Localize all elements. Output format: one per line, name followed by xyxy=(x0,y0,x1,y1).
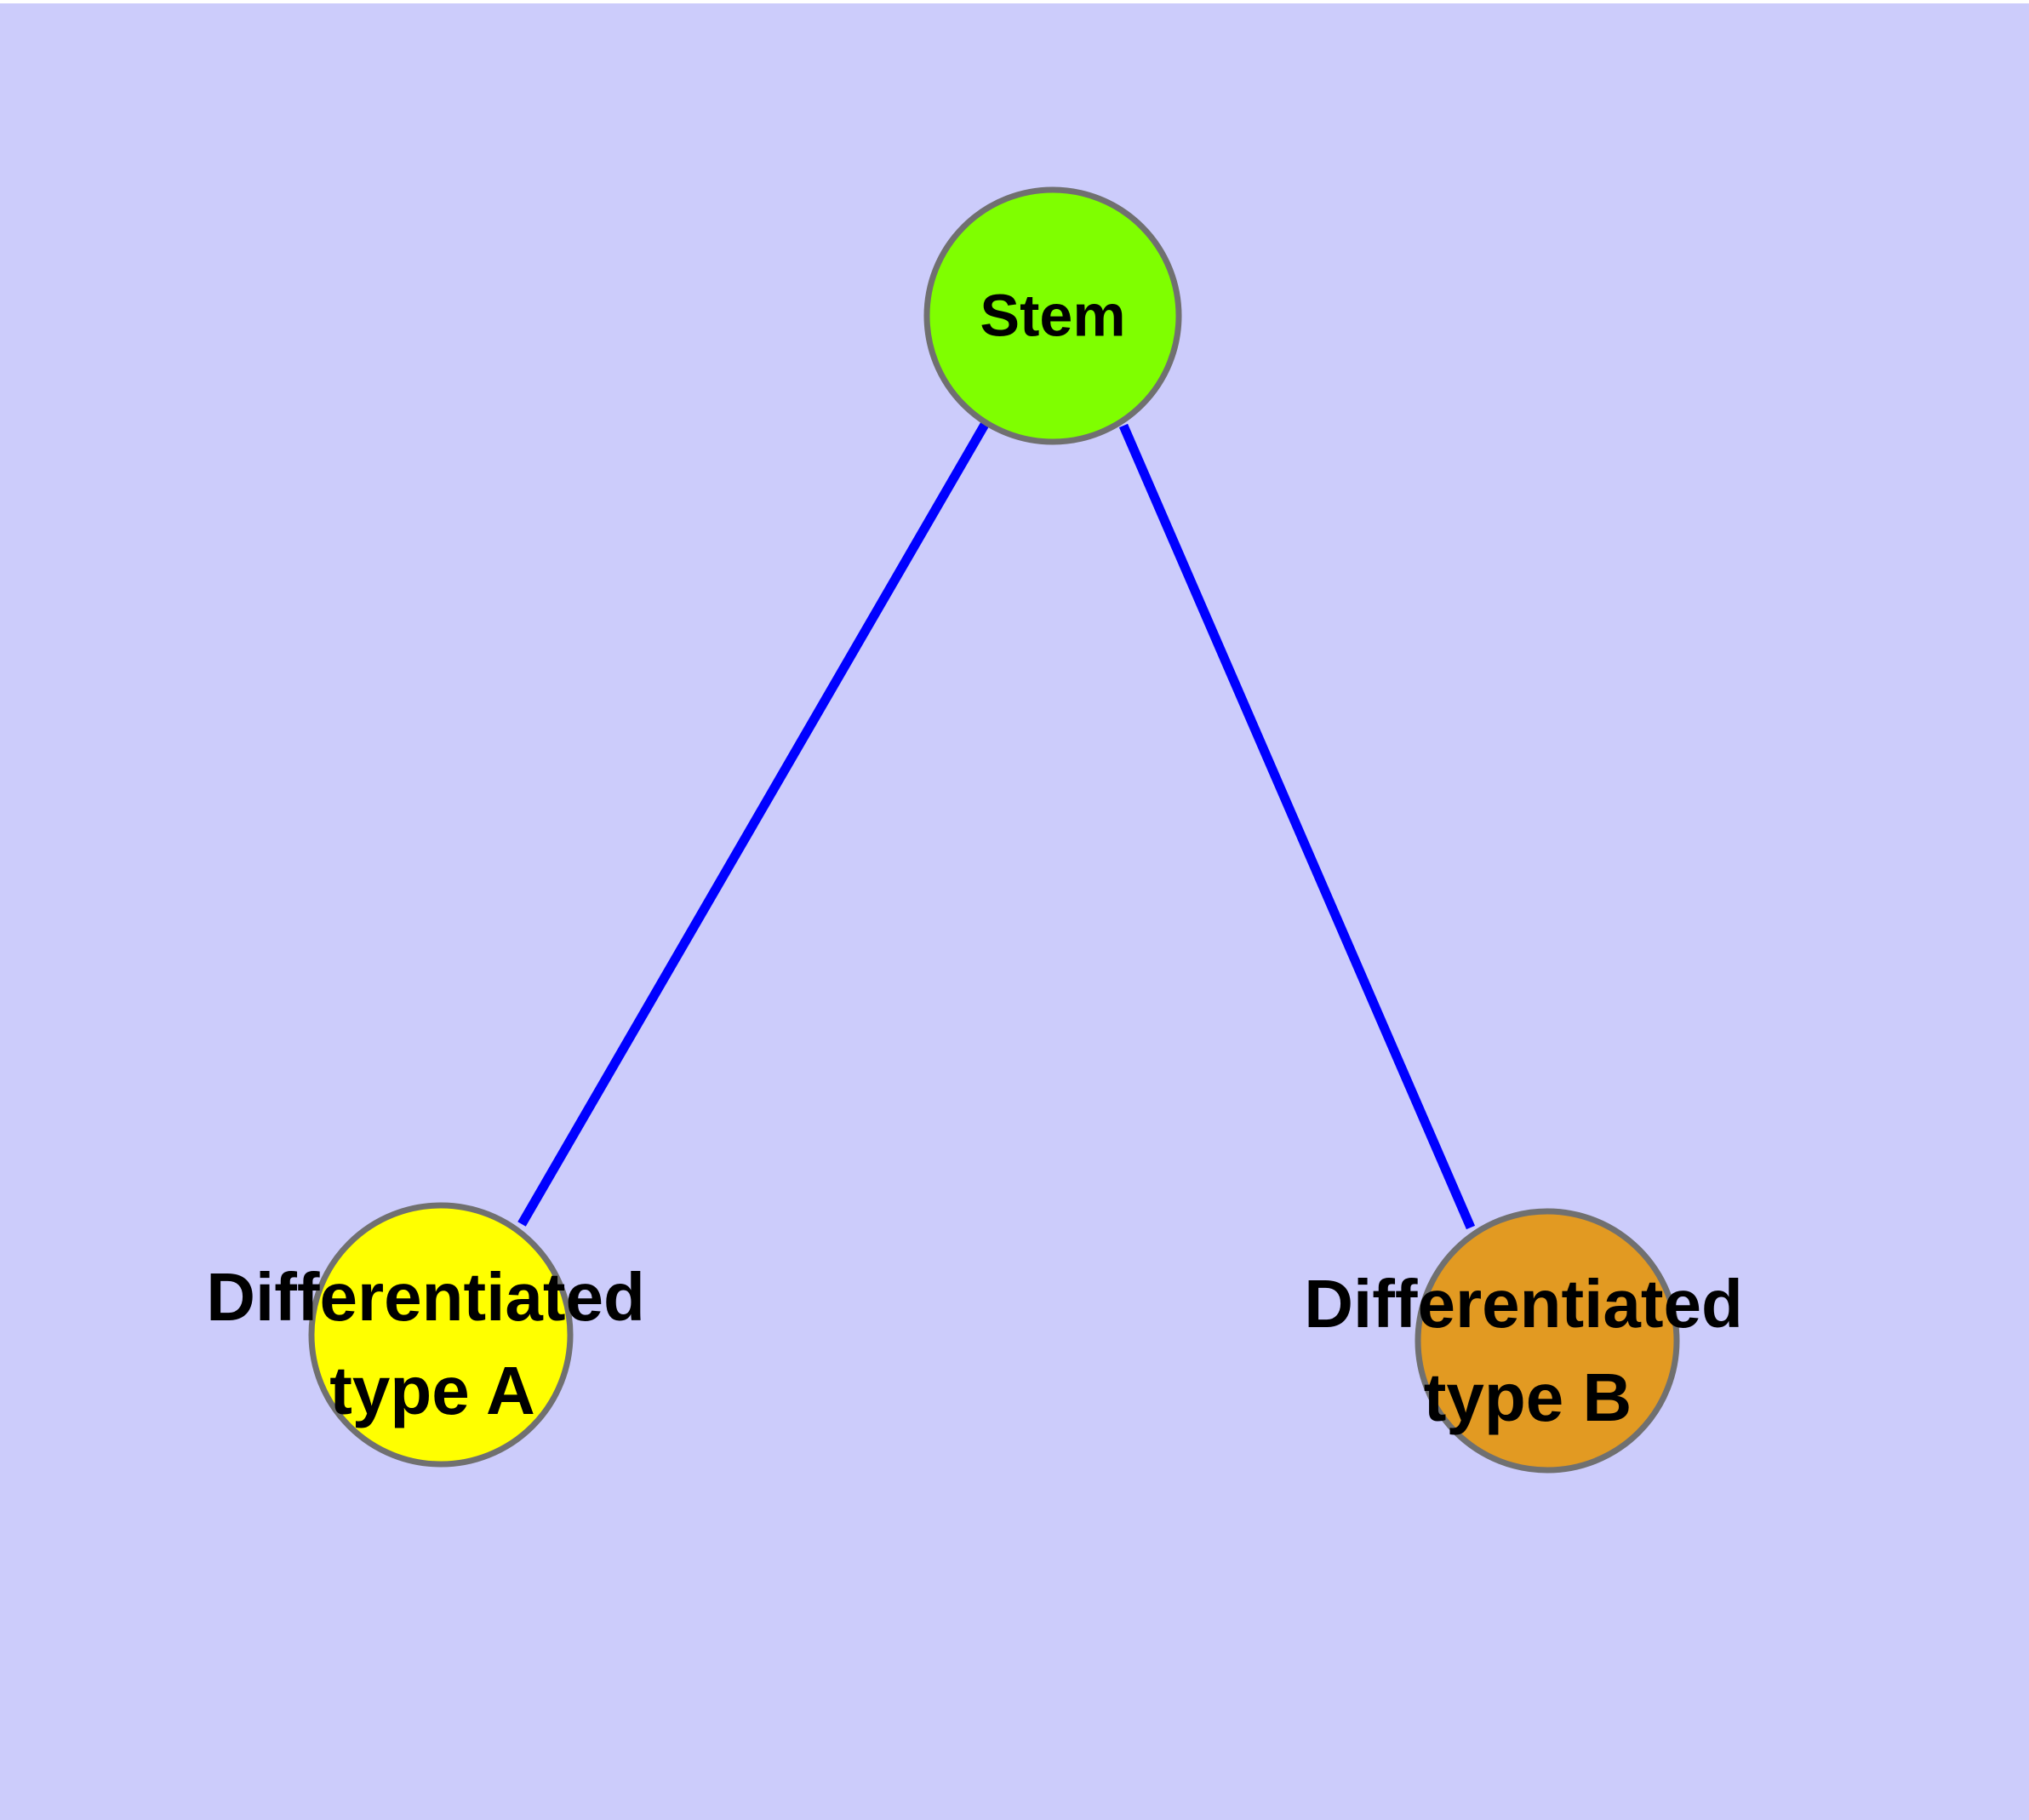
node-differentiated-type-a[interactable] xyxy=(308,1202,574,1468)
node-differentiated-type-b-label-line-1: Differentiated xyxy=(1304,1266,1743,1342)
label-layer: Stem Differentiated type A Differentiate… xyxy=(206,282,1743,1435)
node-differentiated-type-b[interactable] xyxy=(1415,1208,1680,1474)
edge-stem-to-differentiated-type-b xyxy=(1118,423,1476,1230)
node-stem-label: Stem xyxy=(980,282,1125,348)
node-differentiated-type-b-label-line-2: type B xyxy=(1424,1359,1632,1435)
node-differentiated-type-a-label-line-1: Differentiated xyxy=(206,1259,645,1335)
node-stem[interactable] xyxy=(923,186,1182,445)
node-layer xyxy=(308,186,1680,1474)
edge-layer xyxy=(517,421,1476,1230)
edge-stem-to-differentiated-type-a xyxy=(517,421,990,1227)
node-differentiated-type-a-label-line-2: type A xyxy=(329,1353,535,1428)
